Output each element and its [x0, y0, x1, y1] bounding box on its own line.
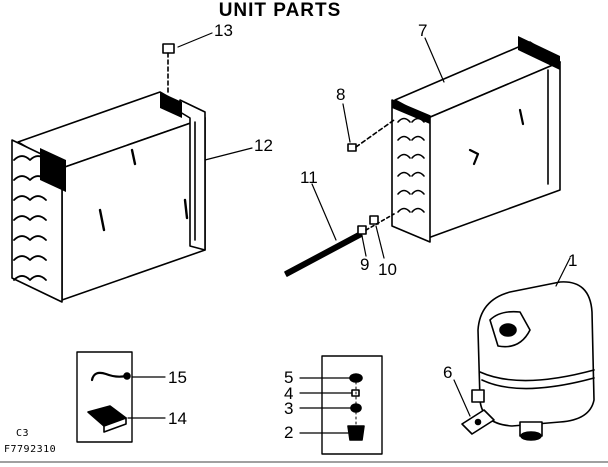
callout-15: 15	[168, 368, 187, 387]
screw-icon	[342, 103, 395, 152]
grommet-icon	[299, 425, 365, 441]
coil-hairpins	[397, 117, 425, 213]
evaporator-coil-icon	[11, 32, 253, 303]
compressor-icon	[471, 257, 595, 441]
drawing-number: F7792310	[4, 444, 57, 455]
wire-harness-icon	[90, 371, 166, 382]
callout-13: 13	[214, 21, 233, 40]
grommet-kit-box	[299, 355, 383, 455]
callout-4: 4	[284, 384, 294, 403]
callout-6: 6	[443, 363, 453, 382]
callout-2: 2	[284, 423, 294, 442]
callout-12: 12	[254, 136, 273, 155]
callout-3: 3	[284, 399, 294, 418]
screw-icon	[162, 43, 175, 93]
callout-9: 9	[360, 255, 370, 274]
drawing-code: C3	[16, 428, 30, 439]
condenser-coil-icon	[342, 36, 561, 243]
callout-14: 14	[168, 409, 187, 428]
callout-5: 5	[284, 368, 294, 387]
callout-11: 11	[300, 168, 318, 187]
accessory-box	[76, 351, 166, 443]
mounting-bracket-icon	[453, 379, 495, 435]
callout-8: 8	[336, 85, 346, 104]
callout-7: 7	[418, 21, 428, 40]
capillary-tube-icon	[284, 183, 363, 277]
diagram-title: UNIT PARTS	[218, 0, 342, 21]
coil-hairpins	[13, 155, 47, 281]
callout-10: 10	[378, 260, 397, 279]
fitting-icon	[357, 213, 395, 259]
callout-1: 1	[568, 251, 578, 270]
terminal-cover-icon	[87, 405, 166, 433]
